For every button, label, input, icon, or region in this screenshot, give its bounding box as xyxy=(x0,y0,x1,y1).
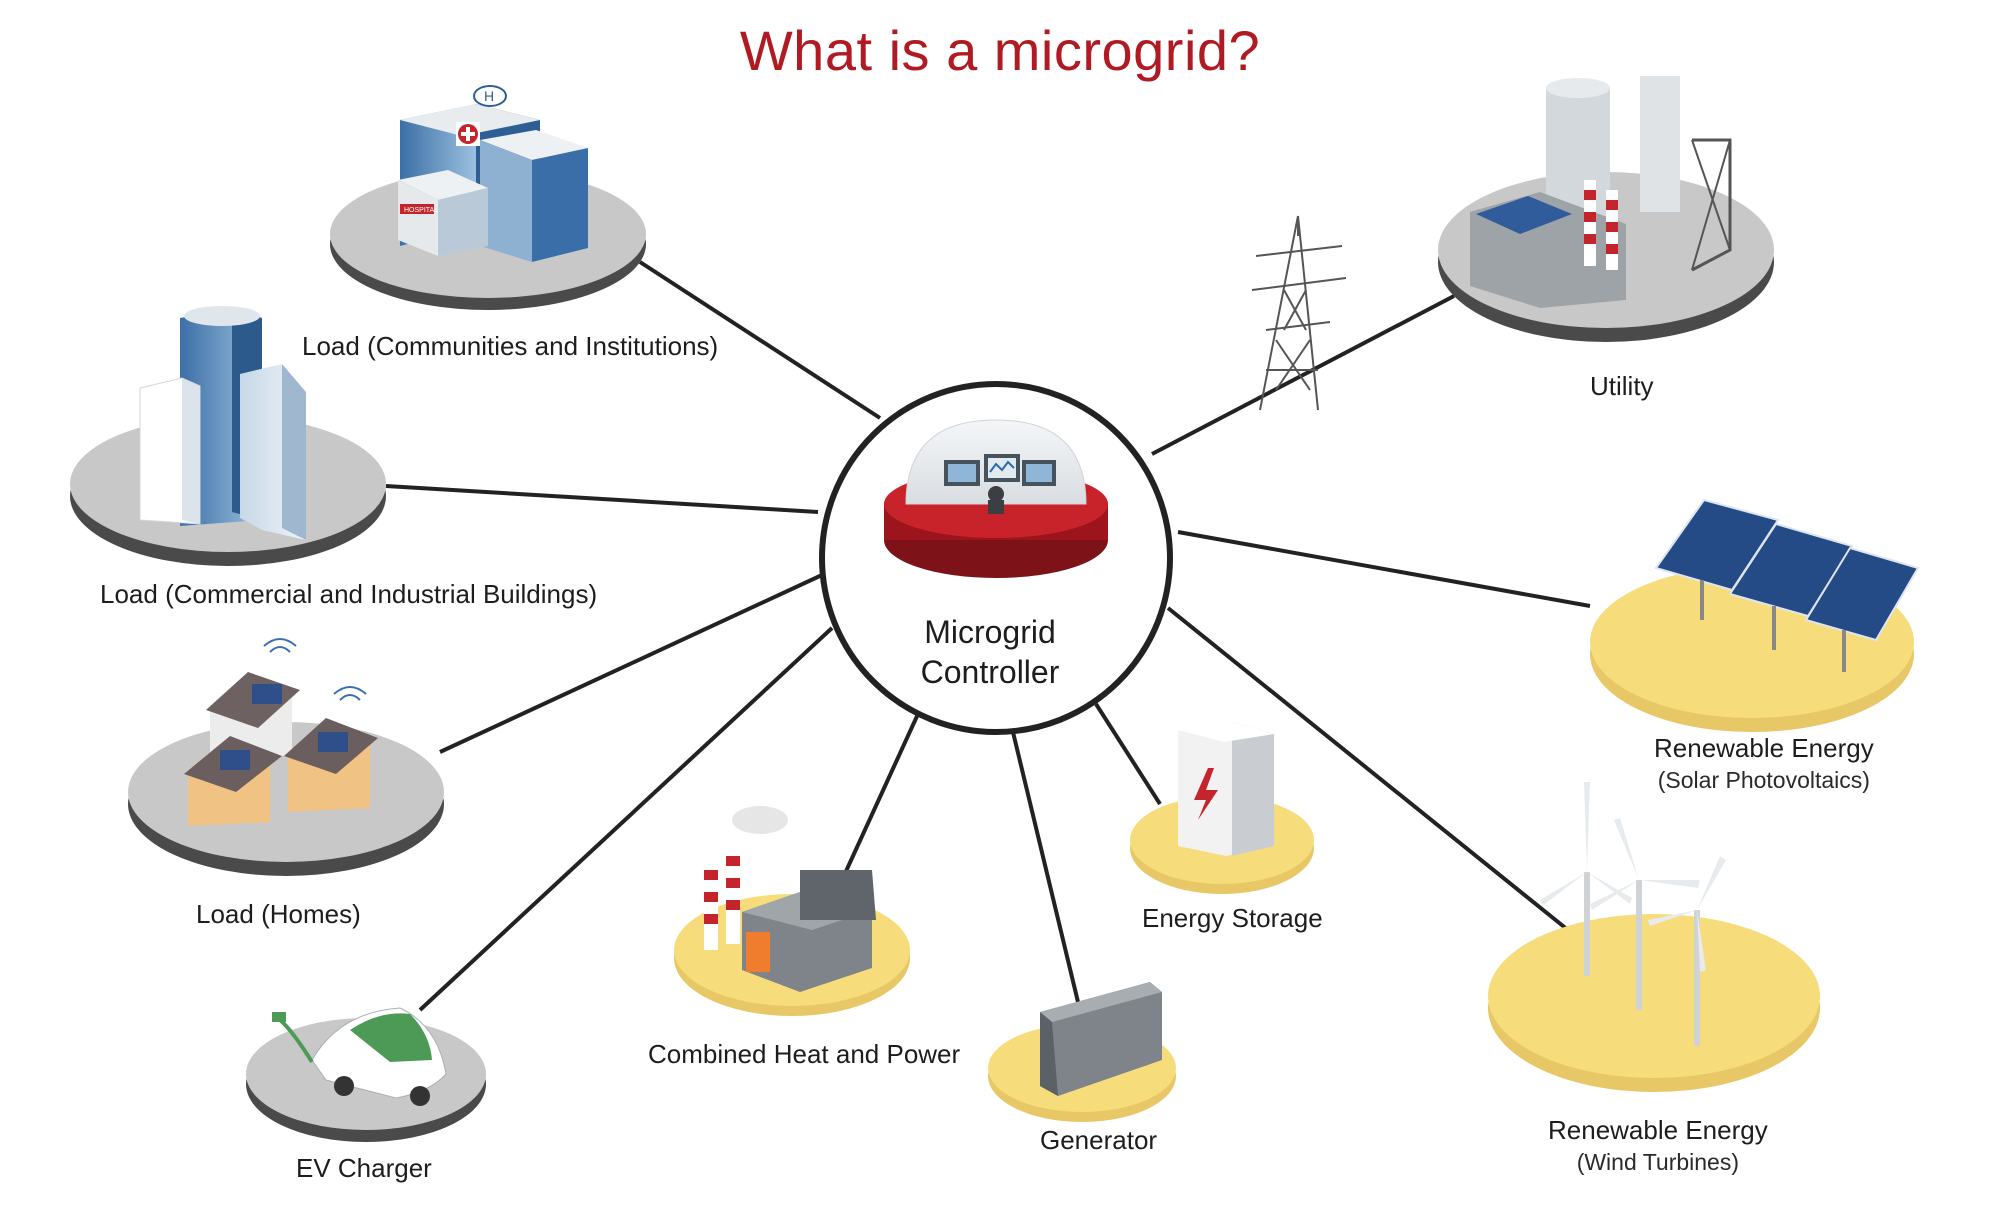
line-chp xyxy=(840,713,920,881)
power-plant-icon xyxy=(1438,76,1774,342)
label-wind: Renewable Energy (Wind Turbines) xyxy=(1548,1114,1768,1178)
line-homes xyxy=(439,573,823,754)
chp-plant-icon xyxy=(674,806,910,1016)
line-communities xyxy=(638,260,882,420)
label-energy-storage: Energy Storage xyxy=(1142,903,1323,933)
line-commercial xyxy=(385,484,819,514)
electric-car-icon xyxy=(246,1007,486,1142)
label-chp: Combined Heat and Power xyxy=(648,1039,961,1069)
label-wind-main: Renewable Energy xyxy=(1548,1115,1768,1145)
operator-icon xyxy=(988,486,1004,502)
hospital-icon: HOSPITAL H xyxy=(330,85,646,310)
line-utility xyxy=(1151,294,1455,456)
page-title: What is a microgrid? xyxy=(739,19,1261,82)
line-storage xyxy=(1094,702,1162,806)
label-commercial: Load (Commercial and Industrial Building… xyxy=(100,579,598,609)
controller-label-line2: Controller xyxy=(920,654,1060,690)
generator-icon xyxy=(988,982,1176,1122)
microgrid-controller-node xyxy=(819,381,1173,735)
wind-turbines-icon xyxy=(1488,782,1820,1092)
controller-label-line1: Microgrid xyxy=(924,614,1056,650)
svg-text:HOSPITAL: HOSPITAL xyxy=(404,207,438,214)
svg-text:H: H xyxy=(484,88,494,104)
connector-lines xyxy=(385,260,1591,1012)
label-ev-charger: EV Charger xyxy=(296,1153,432,1183)
wifi-icon xyxy=(263,638,297,653)
line-ev xyxy=(418,626,834,1012)
battery-storage-icon xyxy=(1130,722,1314,894)
solar-panels-icon xyxy=(1590,498,1920,732)
label-wind-sub: (Wind Turbines) xyxy=(1576,1149,1740,1175)
label-utility: Utility xyxy=(1590,371,1654,401)
label-generator: Generator xyxy=(1040,1125,1158,1155)
line-wind xyxy=(1166,606,1570,932)
label-solar-sub: (Solar Photovoltaics) xyxy=(1657,767,1870,793)
transmission-tower-icon xyxy=(1251,215,1347,411)
wifi-icon xyxy=(333,686,367,701)
lightning-bolt-icon xyxy=(1194,768,1218,820)
office-buildings-icon xyxy=(70,306,386,566)
line-generator xyxy=(1010,727,1080,1003)
line-solar xyxy=(1177,530,1591,608)
label-homes: Load (Homes) xyxy=(196,899,361,929)
controller-label: Microgrid Controller xyxy=(880,612,1100,692)
houses-icon xyxy=(128,638,444,876)
label-solar-main: Renewable Energy xyxy=(1654,733,1874,763)
label-solar: Renewable Energy (Solar Photovoltaics) xyxy=(1654,732,1874,796)
label-communities: Load (Communities and Institutions) xyxy=(302,331,719,361)
